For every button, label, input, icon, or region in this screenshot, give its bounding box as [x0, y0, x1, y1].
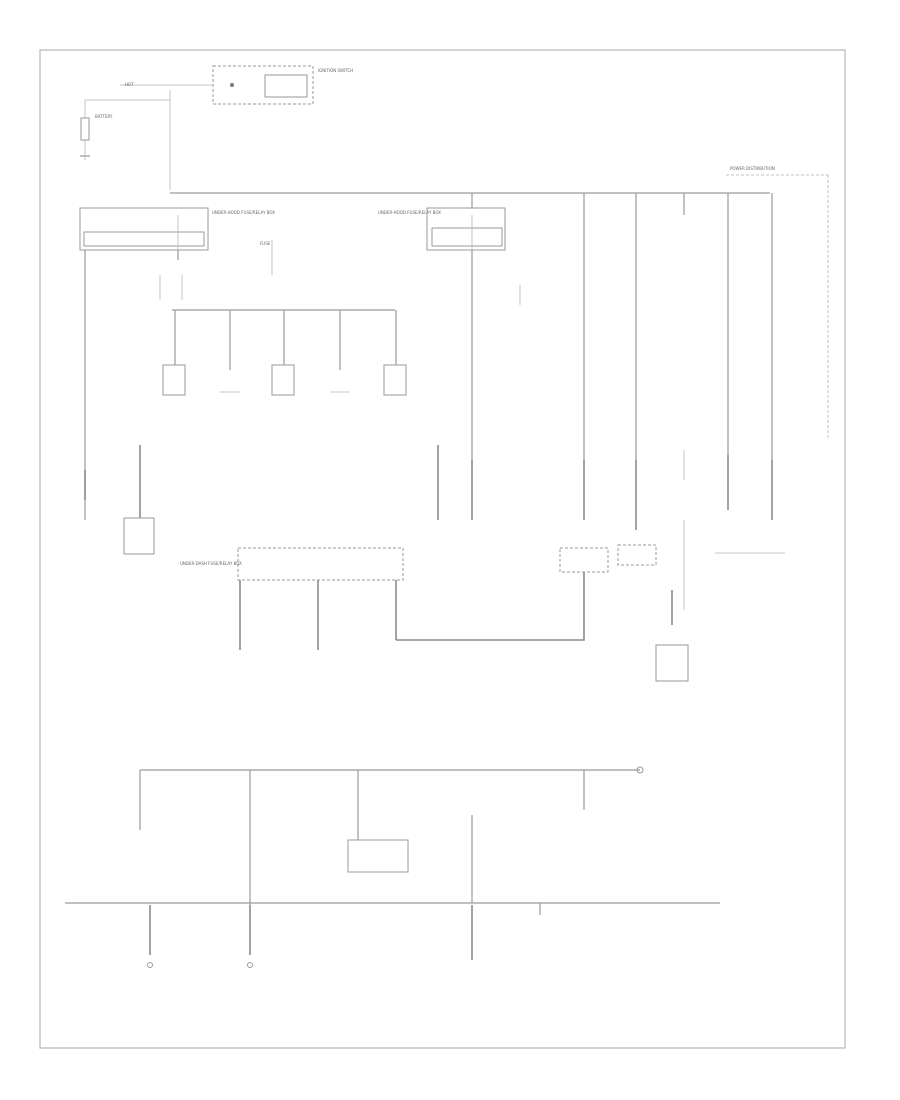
ignition-switch: IGNITION SWITCH HOT — [120, 65, 353, 105]
battery-label: BATTERY — [95, 114, 113, 119]
right-fuse-feeders — [583, 193, 773, 480]
under-hood-box-1-label: UNDER-HOOD FUSE/RELAY BOX — [212, 210, 275, 215]
upper-connectors — [84, 445, 773, 555]
under-hood-box-2: UNDER-HOOD FUSE/RELAY BOX — [378, 193, 506, 460]
svg-text:FUSE: FUSE — [260, 241, 271, 246]
lower-bus — [139, 766, 644, 905]
under-dash-box: UNDER-DASH FUSE/RELAY BOX — [180, 547, 585, 650]
under-hood-box-1: UNDER-HOOD FUSE/RELAY BOX — [79, 207, 275, 520]
under-dash-box-label: UNDER-DASH FUSE/RELAY BOX — [180, 561, 242, 566]
diagram-frame — [39, 49, 846, 1049]
branch-devices — [162, 310, 407, 396]
battery-section: BATTERY — [80, 90, 171, 190]
under-hood-box-2-label: UNDER-HOOD FUSE/RELAY BOX — [378, 210, 441, 215]
svg-text:POWER DISTRIBUTION: POWER DISTRIBUTION — [730, 166, 775, 171]
ignition-switch-label: IGNITION SWITCH — [318, 68, 353, 73]
lower-connectors — [147, 905, 473, 968]
svg-text:HOT: HOT — [125, 82, 134, 87]
